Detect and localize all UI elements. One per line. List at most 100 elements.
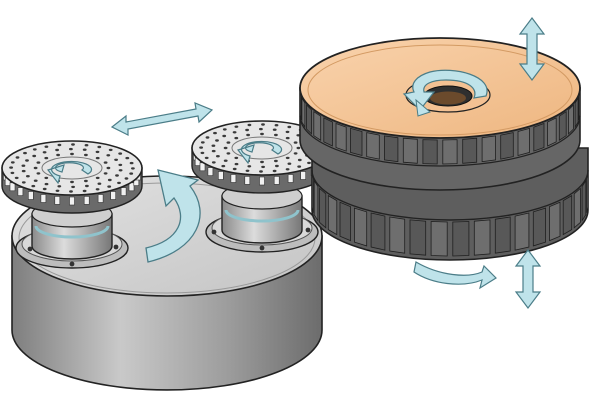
- drill-hole: [287, 125, 292, 129]
- wheel-segment: [452, 221, 470, 257]
- drill-hole: [226, 152, 231, 155]
- vent-slot: [207, 167, 214, 176]
- drill-hole: [259, 170, 263, 173]
- drill-hole: [95, 188, 100, 191]
- drill-hole: [107, 178, 112, 182]
- drill-hole: [296, 146, 301, 150]
- drill-hole: [213, 131, 217, 135]
- drill-hole: [293, 141, 298, 144]
- drill-hole: [14, 176, 19, 180]
- drill-hole: [84, 144, 89, 147]
- drill-hole: [23, 151, 27, 155]
- drill-hole: [272, 128, 277, 131]
- drill-hole: [10, 161, 15, 164]
- wheel-segment: [323, 117, 333, 147]
- drill-hole: [44, 176, 49, 180]
- drill-hole: [36, 161, 41, 164]
- drill-hole: [69, 147, 73, 151]
- wheel-segment: [301, 96, 306, 129]
- drill-hole: [246, 133, 251, 137]
- motion-arrows: [46, 17, 546, 309]
- wheel-segment: [581, 179, 587, 222]
- wheel-segment: [409, 219, 427, 256]
- vent-slot: [17, 187, 24, 196]
- drill-hole: [106, 166, 111, 170]
- drill-hole: [55, 148, 59, 152]
- wheel-segment: [327, 194, 338, 236]
- wheel-segment: [442, 139, 458, 165]
- wheel-segment: [350, 127, 363, 157]
- drill-hole: [114, 158, 118, 161]
- drill-hole: [56, 153, 60, 157]
- wheel-segment: [568, 104, 574, 135]
- drill-hole: [223, 146, 228, 150]
- drill-hole: [274, 124, 279, 127]
- drill-hole: [117, 181, 121, 185]
- drill-hole: [245, 169, 250, 172]
- vent-slot: [83, 196, 90, 205]
- wheel-segment: [462, 137, 478, 164]
- spindle-right: [205, 182, 319, 253]
- vent-slot: [110, 191, 116, 200]
- drill-hole: [247, 123, 252, 127]
- drill-hole: [9, 166, 14, 169]
- wheel-segment: [562, 194, 573, 236]
- wheel-segment: [370, 212, 386, 251]
- vent-slot: [273, 176, 280, 185]
- vent-slot: [69, 196, 75, 206]
- vent-slot: [97, 194, 104, 203]
- wheel-segment: [473, 219, 491, 256]
- drill-hole: [200, 151, 205, 155]
- drill-hole: [33, 166, 38, 170]
- drill-hole: [297, 158, 302, 162]
- drill-hole: [25, 159, 29, 162]
- drill-hole: [71, 185, 75, 189]
- wheel-segment: [402, 137, 418, 164]
- drill-hole: [200, 141, 205, 144]
- drill-hole: [274, 159, 278, 163]
- wheel-upper-segments: [299, 90, 581, 165]
- wheel-segment: [533, 122, 545, 152]
- wheel-segment: [547, 117, 557, 147]
- drill-hole: [21, 164, 26, 167]
- wheel-rotation-arrow: [402, 69, 488, 111]
- vent-slot: [230, 174, 237, 183]
- drill-hole: [124, 177, 129, 180]
- drill-hole: [234, 125, 239, 128]
- vent-slot: [27, 191, 34, 200]
- wheel-segment: [389, 216, 406, 254]
- disc-right-rotation-arrow: [236, 140, 283, 165]
- drill-hole: [285, 168, 290, 171]
- wheel-segment: [319, 187, 327, 229]
- drill-hole: [223, 159, 228, 162]
- wheel-segment: [354, 207, 368, 247]
- disc-left-rotation-arrow: [46, 160, 93, 185]
- drill-hole: [84, 179, 88, 183]
- wheel-segment: [494, 216, 511, 254]
- wheel-segment: [366, 132, 380, 160]
- wheel-segment: [306, 104, 312, 135]
- drill-hole: [44, 145, 49, 148]
- drill-hole: [106, 154, 111, 157]
- wheel-segment: [339, 201, 351, 242]
- drill-hole: [95, 176, 100, 180]
- drill-hole: [103, 172, 108, 175]
- drill-hole: [57, 185, 62, 188]
- drill-hole: [118, 169, 123, 172]
- drill-hole: [222, 128, 227, 131]
- drill-hole: [222, 134, 227, 138]
- drill-hole: [297, 165, 302, 168]
- drill-hole: [70, 180, 74, 184]
- drill-hole: [32, 148, 37, 151]
- drill-hole: [44, 156, 49, 160]
- drill-hole: [97, 145, 102, 149]
- vent-slot: [259, 176, 265, 186]
- drill-hole: [103, 161, 108, 164]
- vent-slot: [244, 176, 251, 185]
- drill-hole: [211, 161, 216, 164]
- drill-hole: [275, 164, 279, 168]
- drill-hole: [36, 172, 41, 175]
- drill-hole: [95, 150, 100, 154]
- drill-hole: [204, 156, 209, 160]
